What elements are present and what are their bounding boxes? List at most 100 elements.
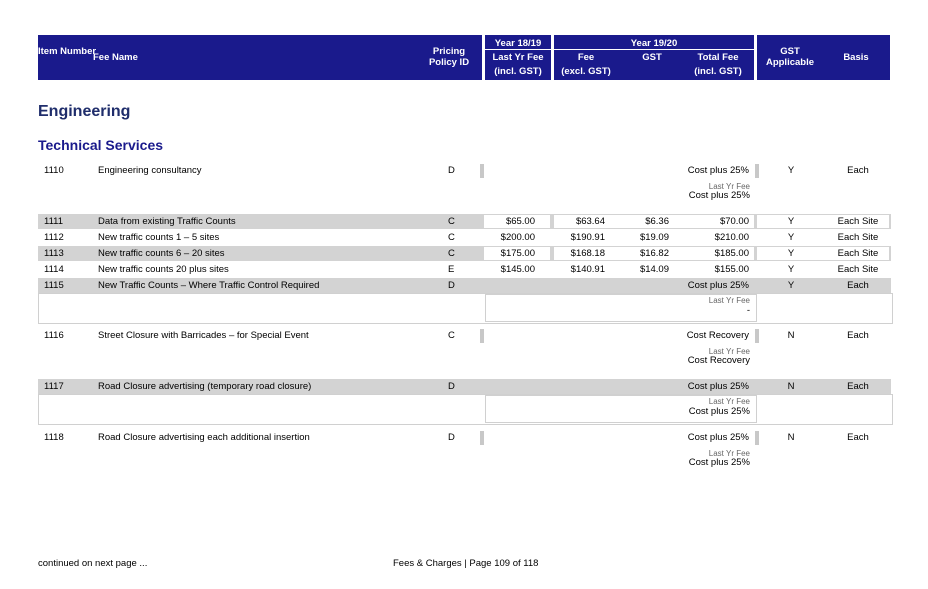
header-pricing-policy: Pricing Policy ID <box>428 46 470 68</box>
divider <box>480 164 484 178</box>
fee-excl-gst: $190.91 <box>570 232 605 243</box>
last-yr-fee-value: Cost Recovery <box>687 355 750 366</box>
header-total-fee: Total Fee <box>697 52 739 63</box>
pricing-policy: D <box>448 381 455 392</box>
last-yr-fee-value: - <box>746 305 750 316</box>
fee-name: Engineering consultancy <box>98 165 202 176</box>
gst-applicable: Y <box>787 165 795 176</box>
table-row: 1111 Data from existing Traffic Counts C… <box>38 214 891 229</box>
basis: Each Site <box>837 232 879 243</box>
fee-name: Road Closure advertising (temporary road… <box>98 381 312 392</box>
pricing-policy: D <box>448 165 455 176</box>
item-number: 1110 <box>44 165 64 176</box>
pricing-policy: C <box>448 248 455 259</box>
fee-name: New traffic counts 1 – 5 sites <box>98 232 220 243</box>
pricing-policy: C <box>448 232 455 243</box>
item-number: 1118 <box>44 432 64 443</box>
last-yr-fee-label: Last Yr Fee <box>708 296 750 305</box>
fee-name: Road Closure advertising each additional… <box>98 432 310 443</box>
pricing-policy: D <box>448 432 455 443</box>
header-basis: Basis <box>843 52 869 63</box>
gst-amount: $19.09 <box>639 232 669 243</box>
header-fee-name: Fee Name <box>93 52 138 63</box>
total-fee: $210.00 <box>714 232 749 243</box>
row-detail <box>38 293 893 324</box>
table-row: 1112 New traffic counts 1 – 5 sites C $2… <box>38 230 891 245</box>
gst-applicable: Y <box>787 264 795 275</box>
gst-applicable: N <box>787 381 795 392</box>
footer-page-number: Fees & Charges | Page 109 of 118 <box>393 558 539 569</box>
table-row: 1115 New Traffic Counts – Where Traffic … <box>38 278 891 293</box>
row-detail <box>38 394 893 425</box>
item-number: 1111 <box>44 216 64 227</box>
table-row: 1117 Road Closure advertising (temporary… <box>38 379 891 394</box>
header-last-yr-fee: Last Yr Fee <box>492 52 544 63</box>
table-row: 1110 Engineering consultancy D Cost plus… <box>38 163 891 178</box>
footer-continued: continued on next page ... <box>38 558 148 569</box>
item-number: 1116 <box>44 330 64 341</box>
pricing-policy: C <box>448 330 455 341</box>
total-fee: Cost Recovery <box>686 330 749 341</box>
last-yr-fee-value: Cost plus 25% <box>688 190 750 201</box>
header-year-curr: Year 19/20 <box>630 38 678 49</box>
pricing-policy: E <box>448 264 455 275</box>
item-number: 1114 <box>44 264 64 275</box>
total-fee: Cost plus 25% <box>687 165 749 176</box>
table-row: 1118 Road Closure advertising each addit… <box>38 430 891 445</box>
gst-applicable: N <box>787 432 795 443</box>
header-item-number: Item Number <box>38 46 97 57</box>
subsection-title: Technical Services <box>38 137 164 153</box>
table-header: Item Number Fee Name Pricing Policy ID Y… <box>38 35 890 80</box>
divider <box>755 329 759 343</box>
item-number: 1115 <box>44 280 64 291</box>
fee-name: New Traffic Counts – Where Traffic Contr… <box>98 280 320 291</box>
item-number: 1113 <box>44 248 64 259</box>
header-fee: Fee <box>577 52 595 63</box>
header-fee-excl: (excl. GST) <box>561 66 611 77</box>
item-number: 1112 <box>44 232 64 243</box>
gst-amount: $14.09 <box>639 264 669 275</box>
basis: Each Site <box>837 248 879 259</box>
fee-name: New traffic counts 6 – 20 sites <box>98 248 225 259</box>
fee-excl-gst: $63.64 <box>575 216 605 227</box>
header-year-prev: Year 18/19 <box>494 38 542 49</box>
last-yr-fee-label: Last Yr Fee <box>708 347 750 356</box>
total-fee: $70.00 <box>719 216 749 227</box>
basis: Each <box>847 280 869 291</box>
gst-applicable: Y <box>787 248 795 259</box>
last-yr-fee: $145.00 <box>500 264 535 275</box>
gst-amount: $16.82 <box>639 248 669 259</box>
last-yr-fee-value: Cost plus 25% <box>688 457 750 468</box>
last-yr-fee-label: Last Yr Fee <box>708 397 750 406</box>
total-fee: Cost plus 25% <box>687 280 749 291</box>
last-yr-fee: $200.00 <box>500 232 535 243</box>
basis: Each <box>847 432 869 443</box>
header-total-incl: (incl. GST) <box>694 66 742 77</box>
gst-applicable: Y <box>787 232 795 243</box>
basis: Each Site <box>837 216 879 227</box>
divider <box>480 431 484 445</box>
divider <box>755 431 759 445</box>
item-number: 1117 <box>44 381 64 392</box>
last-yr-fee: $65.00 <box>505 216 535 227</box>
total-fee: Cost plus 25% <box>687 381 749 392</box>
total-fee: Cost plus 25% <box>687 432 749 443</box>
pricing-policy: D <box>448 280 455 291</box>
basis: Each <box>847 165 869 176</box>
last-yr-fee-value: Cost plus 25% <box>688 406 750 417</box>
gst-applicable: Y <box>787 216 795 227</box>
total-fee: $155.00 <box>714 264 749 275</box>
last-yr-fee-label: Last Yr Fee <box>708 182 750 191</box>
last-yr-fee: $175.00 <box>500 248 535 259</box>
table-row: 1116 Street Closure with Barricades – fo… <box>38 328 891 343</box>
divider <box>480 329 484 343</box>
total-fee: $185.00 <box>714 248 749 259</box>
gst-applicable: Y <box>787 280 795 291</box>
header-gst-applicable: GST Applicable <box>765 46 815 68</box>
fee-name: Data from existing Traffic Counts <box>98 216 236 227</box>
gst-amount: $6.36 <box>645 216 669 227</box>
divider <box>755 164 759 178</box>
header-last-yr-incl: (incl. GST) <box>494 66 542 77</box>
pricing-policy: C <box>448 216 455 227</box>
header-gst: GST <box>642 52 662 63</box>
